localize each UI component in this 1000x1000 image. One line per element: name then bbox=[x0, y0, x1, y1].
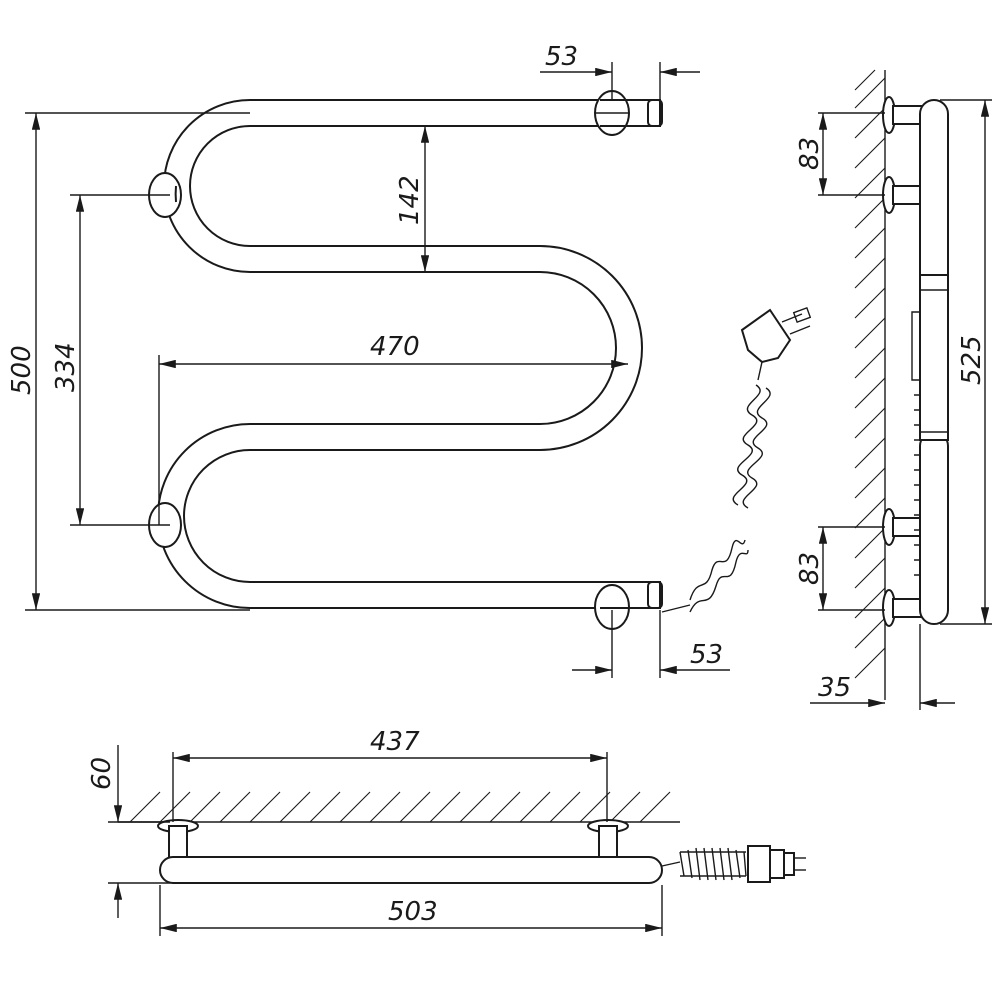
dim-label-side-top-spacing: 83 bbox=[795, 137, 825, 170]
top-power-cord bbox=[661, 845, 806, 883]
top-pipe bbox=[159, 856, 663, 884]
flange-top-right bbox=[594, 90, 630, 136]
dim-wall-depth: 35 bbox=[810, 624, 955, 710]
wall-hatch bbox=[854, 69, 886, 700]
dim-label-bracket-spacing: 334 bbox=[51, 342, 81, 392]
plug-icon bbox=[740, 307, 812, 364]
dim-total-width: 503 bbox=[159, 885, 663, 936]
side-heater-element bbox=[911, 311, 920, 381]
side-view: 83 83 525 35 bbox=[795, 69, 992, 710]
front-view: 53 500 334 142 470 bbox=[7, 42, 812, 678]
dim-label-side-bottom-spacing: 83 bbox=[795, 552, 825, 585]
dim-side-bottom-spacing: 83 bbox=[795, 526, 885, 611]
dim-label-side-height: 525 bbox=[957, 335, 987, 385]
pipe-outline-inner bbox=[183, 125, 660, 583]
top-bracket-right bbox=[587, 819, 629, 861]
top-plug-icon bbox=[747, 845, 806, 883]
dim-label-bracket-centers: 437 bbox=[370, 727, 420, 757]
side-pipe-middle bbox=[919, 274, 949, 441]
dim-mount-depth: 60 bbox=[87, 745, 170, 918]
dim-label-width: 470 bbox=[370, 332, 420, 362]
side-bracket-2 bbox=[882, 176, 924, 214]
dim-loop-gap: 142 bbox=[395, 126, 430, 272]
dim-width: 470 bbox=[158, 332, 628, 525]
side-pipe-lower bbox=[919, 431, 949, 625]
side-bracket-4 bbox=[882, 589, 924, 627]
dim-label-wall-depth: 35 bbox=[818, 673, 851, 703]
power-cord bbox=[661, 307, 812, 613]
top-view: 437 60 503 bbox=[87, 727, 806, 936]
dim-label-loop-gap: 142 bbox=[395, 175, 425, 225]
side-bracket-1 bbox=[882, 96, 924, 134]
dim-bracket-centers: 437 bbox=[172, 727, 608, 822]
dim-side-top-spacing: 83 bbox=[795, 112, 885, 196]
dim-overall-height: 500 bbox=[7, 112, 250, 611]
dim-bottom-offset: 53 bbox=[572, 610, 730, 678]
dim-bracket-spacing: 334 bbox=[51, 194, 170, 526]
top-bracket-left bbox=[157, 819, 199, 861]
dim-label-total-width: 503 bbox=[388, 897, 438, 927]
top-wall-hatch bbox=[129, 791, 671, 823]
dim-top-offset: 53 bbox=[540, 42, 700, 100]
dim-label-bottom-offset: 53 bbox=[690, 640, 723, 670]
dim-label-mount-depth: 60 bbox=[87, 757, 117, 790]
dim-label-top-offset: 53 bbox=[545, 42, 578, 72]
side-pipe-upper bbox=[919, 99, 949, 291]
dim-side-height: 525 bbox=[940, 99, 992, 625]
dim-label-overall-height: 500 bbox=[7, 345, 37, 395]
